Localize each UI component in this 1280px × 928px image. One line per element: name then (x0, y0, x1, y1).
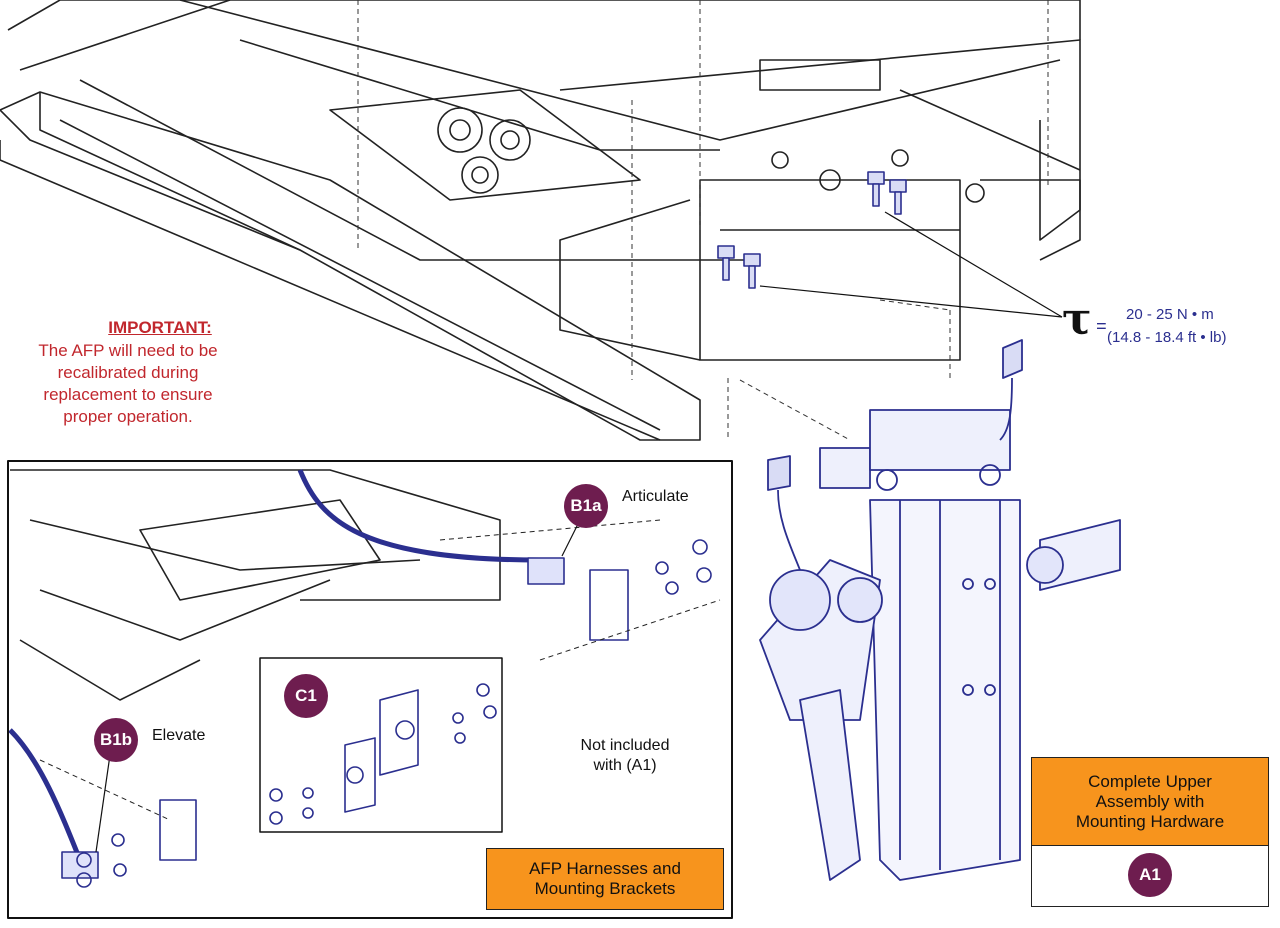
upper-assembly-callout: Complete Upper Assembly with Mounting Ha… (1031, 757, 1269, 907)
callout-label-elevate: Elevate (152, 727, 206, 744)
callout-badge-a1: A1 (1128, 853, 1172, 897)
callout-badge-c1: C1 (284, 674, 328, 718)
callout-badge-b1b: B1b (94, 718, 138, 762)
torque-imperial: (14.8 - 18.4 ft • lb) (1107, 329, 1227, 346)
assembly-dashed-lines (357, 0, 1049, 441)
torque-metric: 20 - 25 N • m (1126, 306, 1214, 323)
important-line: replacement to ensure (43, 385, 213, 404)
important-heading: IMPORTANT: (108, 318, 212, 337)
important-line: proper operation. (63, 407, 193, 426)
harness-caption-box: AFP Harnesses and Mounting Brackets (486, 848, 724, 910)
not-included-note: Not included with (A1) (560, 736, 690, 776)
callout-label-articulate: Articulate (622, 488, 689, 505)
torque-equals: = (1096, 316, 1107, 336)
harness-inset-drawing (8, 469, 721, 888)
upper-assembly-caption-line: Mounting Hardware (1075, 811, 1225, 831)
torque-spec: τ = (1062, 298, 1107, 342)
important-line: The AFP will need to be (38, 341, 218, 360)
badge-leader-lines (95, 519, 581, 853)
a1-badge-cell: A1 (1032, 846, 1268, 904)
upper-assembly-caption-line: Assembly with (1095, 791, 1205, 811)
harness-inset-frame (7, 460, 733, 919)
harness-caption-line: Mounting Brackets (534, 879, 676, 898)
c1-inset-frame (259, 657, 503, 833)
note-line: Not included (580, 737, 670, 754)
upper-assembly-caption-box: Complete Upper Assembly with Mounting Ha… (1032, 758, 1268, 846)
mounting-bolts-drawing (717, 171, 907, 289)
important-message: The AFP will need to be recalibrated dur… (0, 340, 256, 428)
torque-leader-lines (759, 211, 1063, 318)
torque-icon: τ (1062, 294, 1092, 345)
callout-badge-b1a: B1a (564, 484, 608, 528)
upper-assembly-actuator-drawing (759, 339, 1121, 881)
harness-caption-line: AFP Harnesses and (529, 859, 681, 878)
c1-bracket-drawing (269, 683, 497, 825)
note-line: with (A1) (593, 757, 657, 774)
seat-frame-drawing (0, 0, 1081, 441)
upper-assembly-caption-line: Complete Upper (1088, 771, 1212, 791)
important-line: recalibrated during (57, 363, 199, 382)
